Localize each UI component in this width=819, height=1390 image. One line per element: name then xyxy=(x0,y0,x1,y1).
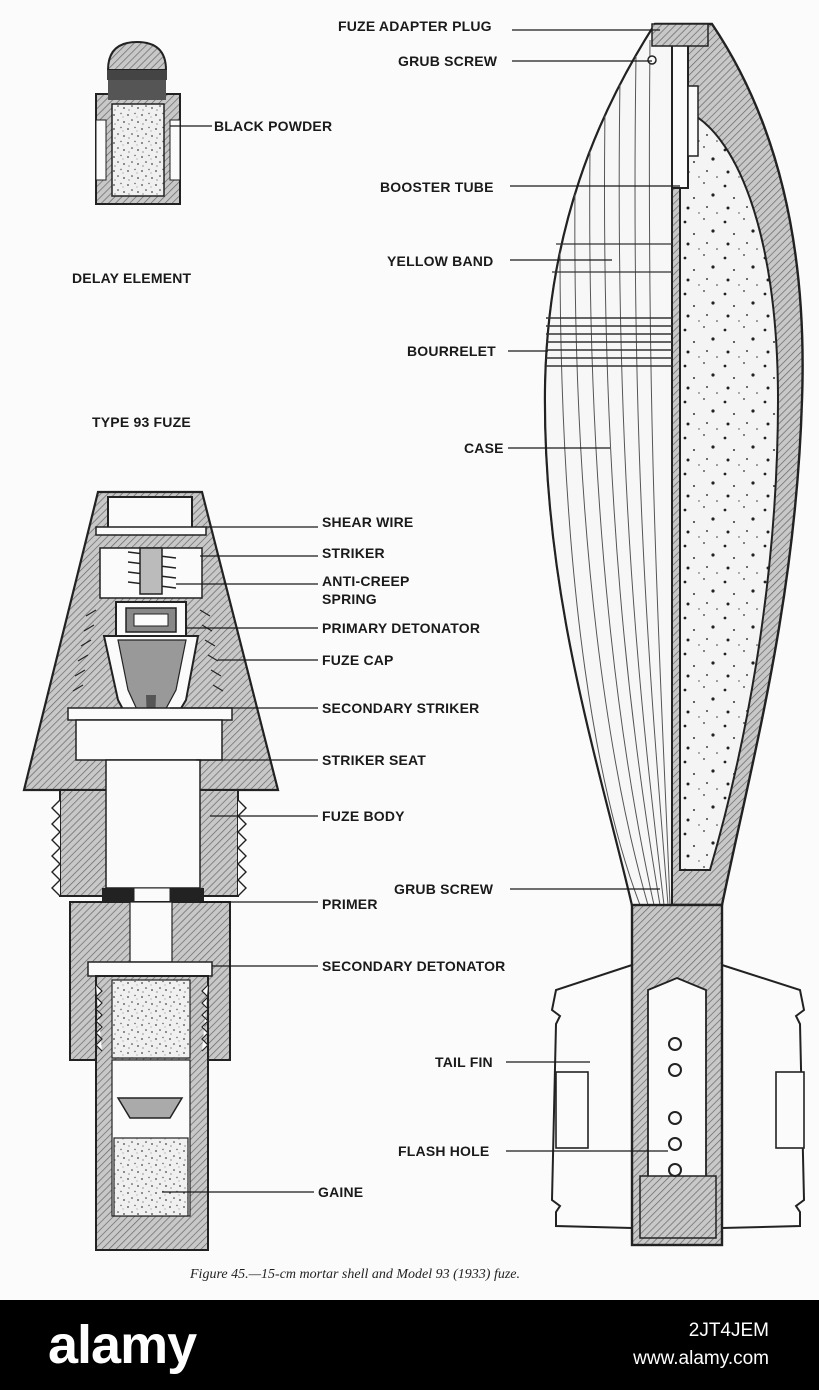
label-fuze-adapter-plug: FUZE ADAPTER PLUG xyxy=(338,18,492,34)
label-booster-tube: BOOSTER TUBE xyxy=(380,179,494,195)
label-grub-screw-bottom: GRUB SCREW xyxy=(394,881,494,897)
label-anti-creep-spring-2: SPRING xyxy=(322,591,377,607)
site-url: www.alamy.com xyxy=(633,1348,769,1369)
watermark-footer: alamy 2JT4JEM www.alamy.com xyxy=(0,1300,819,1390)
label-case: CASE xyxy=(464,440,504,456)
figure: FUZE ADAPTER PLUG GRUB SCREW BLACK POWDE… xyxy=(22,18,806,1282)
label-fuze-body: FUZE BODY xyxy=(322,808,405,824)
label-type93-fuze: TYPE 93 FUZE xyxy=(92,414,191,430)
label-tail-fin: TAIL FIN xyxy=(435,1054,493,1070)
label-striker-seat: STRIKER SEAT xyxy=(322,752,427,768)
label-black-powder: BLACK POWDER xyxy=(214,118,333,134)
label-delay-element: DELAY ELEMENT xyxy=(72,270,192,286)
mortar-shell-drawing xyxy=(543,22,806,1247)
label-secondary-striker: SECONDARY STRIKER xyxy=(322,700,480,716)
label-primary-detonator: PRIMARY DETONATOR xyxy=(322,620,481,636)
label-primer: PRIMER xyxy=(322,896,378,912)
label-flash-hole: FLASH HOLE xyxy=(398,1143,490,1159)
label-yellow-band: YELLOW BAND xyxy=(387,253,494,269)
image-id: 2JT4JEM xyxy=(688,1320,769,1341)
label-gaine: GAINE xyxy=(318,1184,364,1200)
label-grub-screw-top: GRUB SCREW xyxy=(398,53,498,69)
figure-caption: Figure 45.—15-cm mortar shell and Model … xyxy=(190,1267,520,1282)
label-secondary-detonator: SECONDARY DETONATOR xyxy=(322,958,506,974)
label-striker: STRIKER xyxy=(322,545,385,561)
label-shear-wire: SHEAR WIRE xyxy=(322,514,414,530)
type93-fuze-drawing xyxy=(22,490,280,1251)
leader-lines xyxy=(162,29,680,1193)
label-bourrelet: BOURRELET xyxy=(407,343,496,359)
alamy-logo: alamy xyxy=(48,1315,197,1375)
label-anti-creep-spring: ANTI-CREEP xyxy=(322,573,410,589)
label-fuze-cap: FUZE CAP xyxy=(322,652,394,668)
delay-element-drawing xyxy=(95,40,181,205)
diagram-drawing xyxy=(22,22,806,1251)
